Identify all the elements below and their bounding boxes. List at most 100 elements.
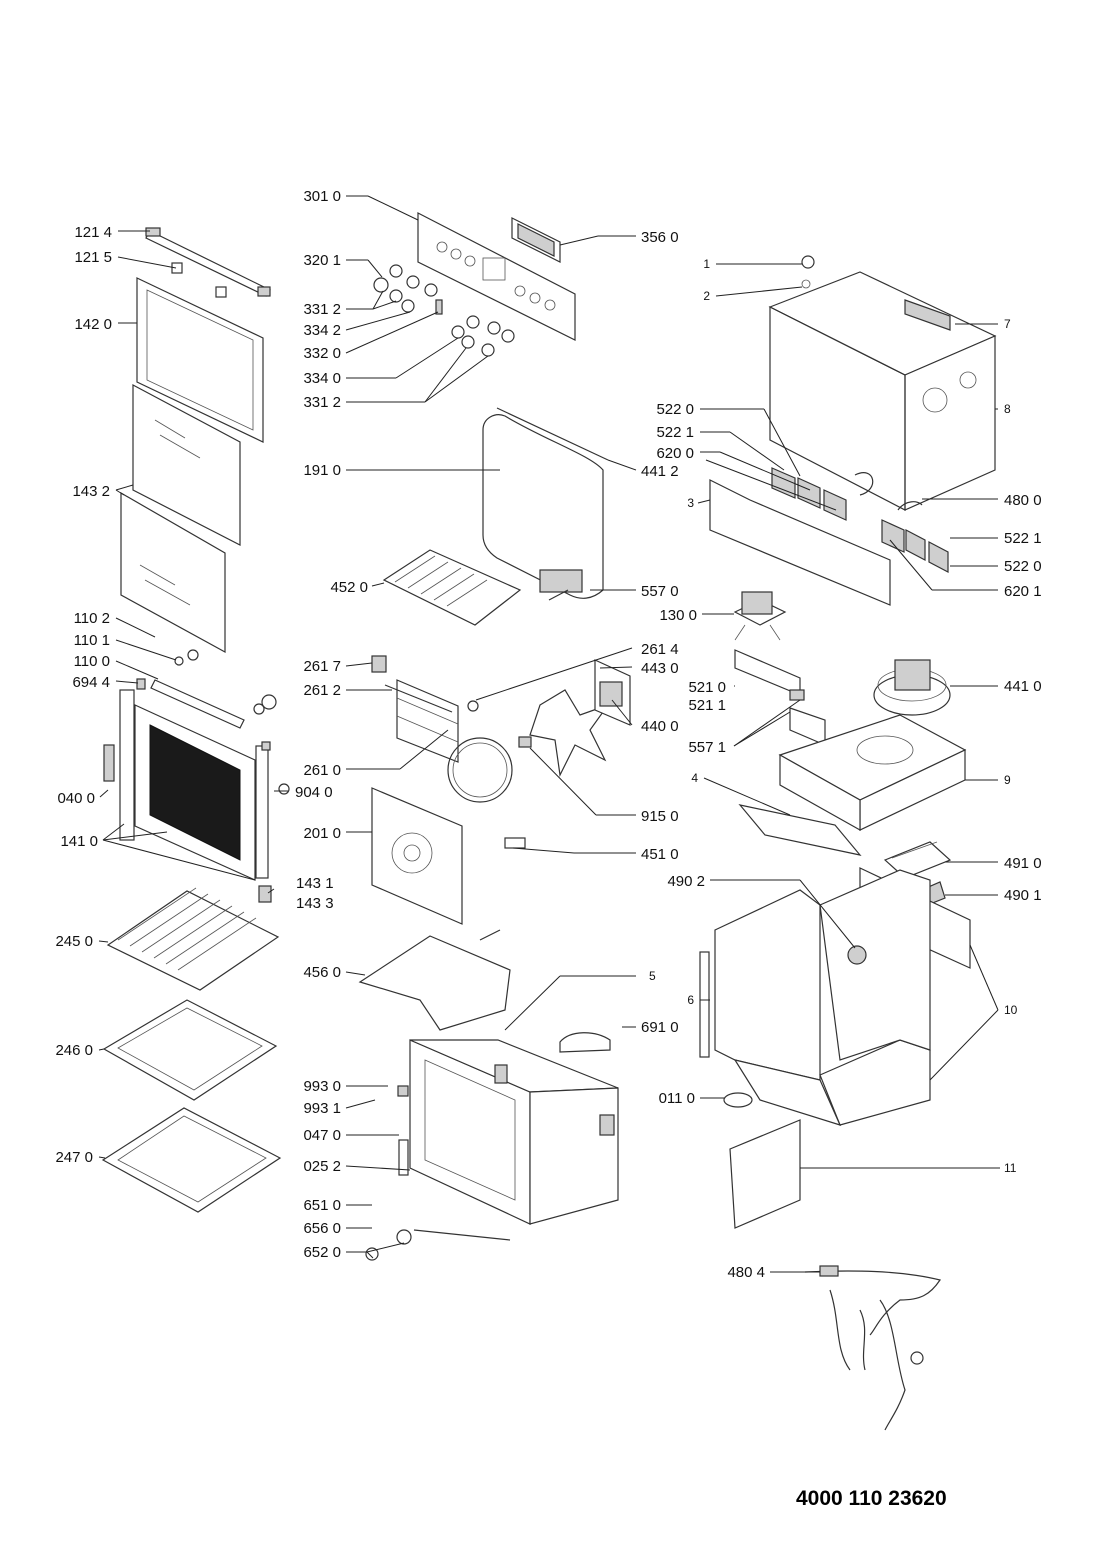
grill-element-illustration	[382, 549, 583, 626]
outer-door-illustration	[103, 689, 290, 903]
top-cover-illustration	[768, 255, 997, 511]
shelf-supports-illustration	[371, 655, 479, 763]
part-label: 490 2	[667, 873, 705, 890]
part-label: 110 2	[74, 610, 110, 627]
part-label: 521 0	[688, 679, 726, 696]
part-label: 557 1	[688, 739, 726, 756]
part-label: 191 0	[303, 462, 341, 479]
oven-trays-illustration	[101, 887, 282, 1213]
control-panel-illustration	[417, 212, 576, 341]
part-label: 261 2	[303, 682, 341, 699]
part-label: 261 0	[303, 762, 341, 779]
part-label: 246 0	[55, 1042, 93, 1059]
part-label: 11	[1004, 1161, 1017, 1175]
part-label: 521 1	[688, 697, 726, 714]
part-label: 7	[1004, 317, 1011, 331]
bottom-element-illustration	[358, 929, 511, 1031]
door-small-parts-illustration	[136, 649, 277, 729]
part-label: 480 4	[727, 1264, 765, 1281]
part-label: 110 0	[74, 653, 110, 670]
part-label: 480 0	[1004, 492, 1042, 509]
part-label: 691 0	[641, 1019, 679, 1036]
part-label: 332 0	[303, 345, 341, 362]
part-label: 8	[1004, 402, 1011, 416]
part-label: 245 0	[55, 933, 93, 950]
part-label: 025 2	[303, 1158, 341, 1175]
part-label: 334 0	[303, 370, 341, 387]
switches-bracket-illustration	[709, 467, 949, 606]
part-label: 143 3	[296, 895, 334, 912]
part-label: 6	[687, 993, 694, 1007]
part-number-labels: 121 4 121 5 142 0 143 2 110 2 110 1 110 …	[55, 188, 1041, 1281]
wiring-harness-illustration	[804, 1265, 941, 1431]
part-label: 10	[1004, 1003, 1018, 1017]
door-seal-illustration	[482, 407, 609, 599]
part-label: 3	[687, 496, 694, 510]
part-label: 261 7	[303, 658, 341, 675]
part-label: 1	[703, 257, 710, 271]
insulation-panel-illustration	[729, 1119, 801, 1229]
part-label: 130 0	[659, 607, 697, 624]
part-label: 620 0	[656, 445, 694, 462]
rear-panel-illustration	[371, 787, 463, 925]
leader-lines	[98, 195, 1000, 1273]
part-label: 247 0	[55, 1149, 93, 1166]
part-label: 143 1	[296, 875, 334, 892]
part-label: 443 0	[641, 660, 679, 677]
part-label: 141 0	[60, 833, 98, 850]
part-label: 143 2	[72, 483, 110, 500]
part-label: 040 0	[57, 790, 95, 807]
door-glass-panels-illustration	[120, 277, 264, 654]
part-label: 456 0	[303, 964, 341, 981]
part-label: 522 1	[1004, 530, 1042, 547]
part-label: 356 0	[641, 229, 679, 246]
part-label: 5	[649, 969, 656, 983]
part-label: 047 0	[303, 1127, 341, 1144]
part-label: 620 1	[1004, 583, 1042, 600]
door-handle-illustration	[145, 227, 271, 298]
part-label: 201 0	[303, 825, 341, 842]
fan-motor-top-illustration	[733, 591, 787, 641]
part-label: 121 4	[74, 224, 112, 241]
knobs-illustration	[373, 264, 515, 357]
outer-casing-illustration	[699, 869, 931, 1126]
part-label: 110 1	[74, 632, 110, 649]
document-number: 4000 110 23620	[796, 1487, 947, 1510]
part-label: 652 0	[303, 1244, 341, 1261]
part-label: 993 1	[303, 1100, 341, 1117]
part-label: 522 1	[656, 424, 694, 441]
part-label: 331 2	[303, 301, 341, 318]
part-label: 440 0	[641, 718, 679, 735]
part-label: 904 0	[295, 784, 333, 801]
part-label: 121 5	[74, 249, 112, 266]
part-label: 334 2	[303, 322, 341, 339]
circular-element-illustration	[447, 736, 532, 849]
part-label: 452 0	[330, 579, 368, 596]
bottom-plate-illustration	[738, 714, 967, 856]
part-label: 320 1	[303, 252, 341, 269]
part-label: 451 0	[641, 846, 679, 863]
part-label: 9	[1004, 773, 1011, 787]
part-label: 142 0	[74, 316, 112, 333]
part-label: 491 0	[1004, 855, 1042, 872]
part-label: 011 0	[659, 1090, 695, 1107]
part-label: 441 0	[1004, 678, 1042, 695]
part-label: 441 2	[641, 463, 679, 480]
part-label: 331 2	[303, 394, 341, 411]
part-label: 522 0	[656, 401, 694, 418]
fan-housing-illustration	[873, 659, 951, 716]
part-label: 2	[703, 289, 710, 303]
part-label: 993 0	[303, 1078, 341, 1095]
part-label: 4	[691, 771, 698, 785]
part-label: 490 1	[1004, 887, 1042, 904]
oven-cavity-illustration	[365, 1032, 619, 1261]
part-label: 656 0	[303, 1220, 341, 1237]
part-label: 557 0	[641, 583, 679, 600]
part-label: 694 4	[72, 674, 110, 691]
part-label: 522 0	[1004, 558, 1042, 575]
part-label: 651 0	[303, 1197, 341, 1214]
fan-blade-motor-illustration	[529, 649, 826, 777]
part-label: 301 0	[303, 188, 341, 205]
part-label: 915 0	[641, 808, 679, 825]
